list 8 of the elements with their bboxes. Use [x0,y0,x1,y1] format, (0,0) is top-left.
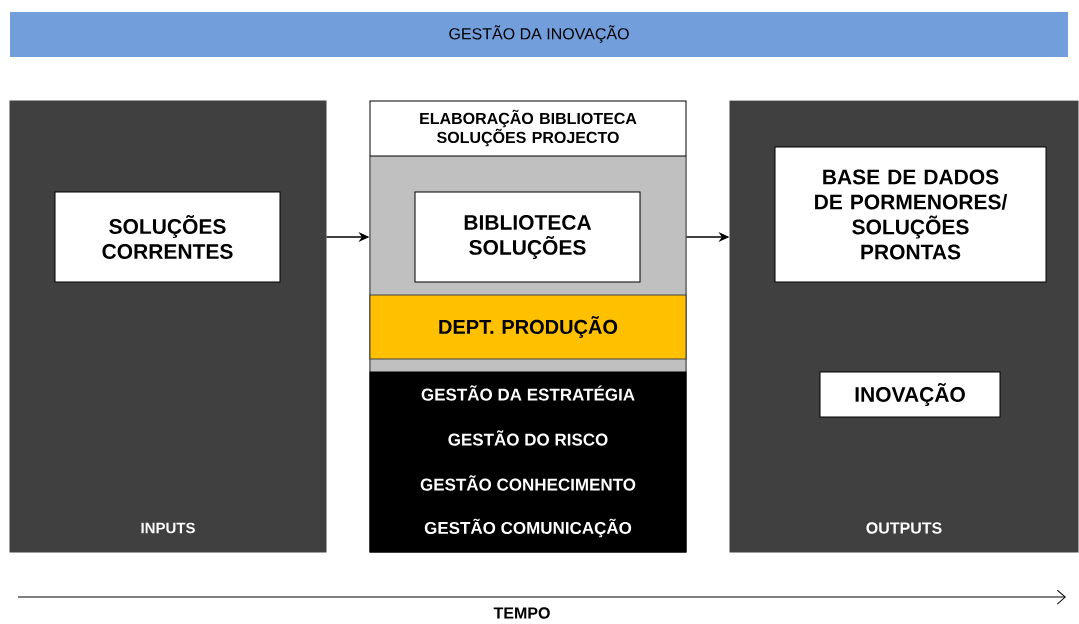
management-list-band: GESTÃO DA ESTRATÉGIA GESTÃO DO RISCO GESTÃO CONHECIMENTO GESTÃO COMUNICAÇÃO [369,371,687,553]
title-banner: GESTÃO DA INOVAÇÃO [10,12,1068,57]
production-band: DEPT. PRODUÇÃO [369,294,687,360]
text-box: SOLUÇÕES CORRENTES [54,191,281,283]
axis-label: TEMPO [493,607,550,619]
text-box: BIBLIOTECA SOLUÇÕES [414,191,641,283]
text-box: BASE DE DADOS DE PORMENORES/ SOLUÇÕES PRONTAS [774,146,1047,283]
text-box: INOVAÇÃO [819,371,1001,418]
